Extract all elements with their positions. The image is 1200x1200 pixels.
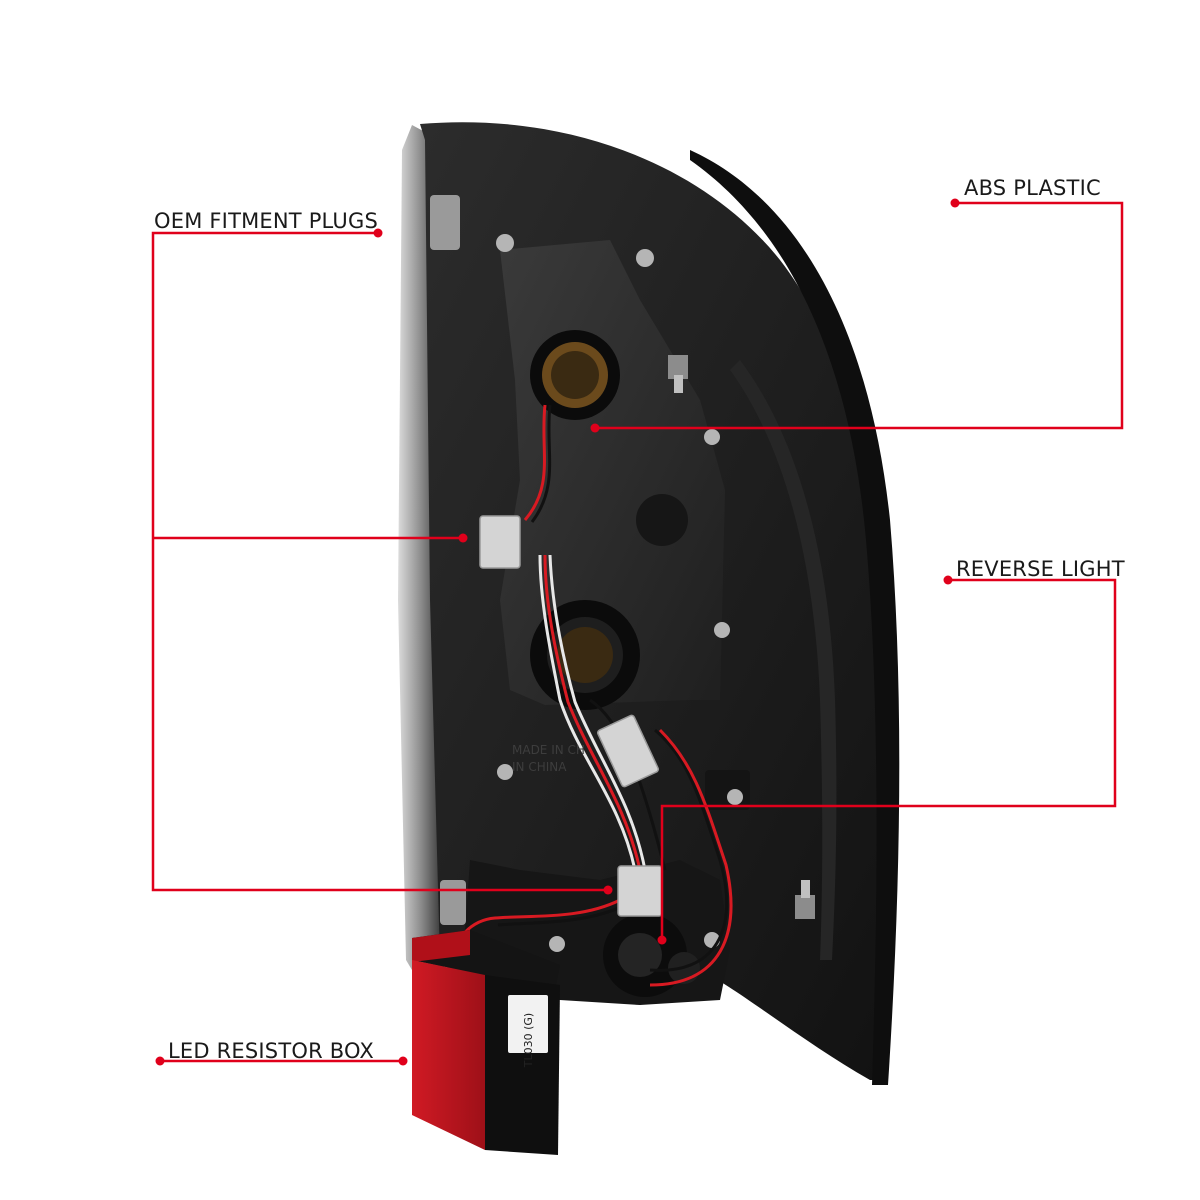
housing-flange — [690, 150, 900, 1085]
middle-plug-connector — [597, 714, 659, 788]
reverse-light-label: REVERSE LIGHT — [956, 557, 1125, 581]
mounting-studs — [668, 355, 815, 919]
led-resistor-box — [412, 930, 560, 1155]
top-bracket — [430, 195, 460, 250]
mold-text-1: MADE IN CH — [512, 743, 585, 757]
wiring-harness — [448, 404, 733, 987]
callout-line-abs-plastic — [595, 201, 1124, 430]
mold-text-2: IN CHINA — [512, 760, 567, 774]
callout-lines — [151, 201, 1124, 1063]
callout-dots — [155, 198, 960, 1066]
resistor-part-label: TL030 (G) — [522, 1013, 535, 1068]
abs-plastic-label: ABS PLASTIC — [964, 176, 1101, 200]
oem-fitment-plugs-label: OEM FITMENT PLUGS — [154, 209, 378, 233]
led-resistor-box-label: LED RESISTOR BOX — [168, 1039, 374, 1063]
right-bracket — [705, 770, 750, 810]
plate-plug — [636, 494, 688, 546]
callout-line-oem-plugs — [151, 231, 608, 892]
screws — [496, 234, 743, 952]
lower-plug-connector — [617, 865, 663, 917]
callout-line-reverse-light — [660, 578, 1117, 940]
housing-rib — [730, 360, 837, 960]
bottom-bracket — [440, 880, 466, 925]
resistor-part-sticker — [508, 995, 548, 1053]
upper-plug-connector — [479, 515, 521, 569]
